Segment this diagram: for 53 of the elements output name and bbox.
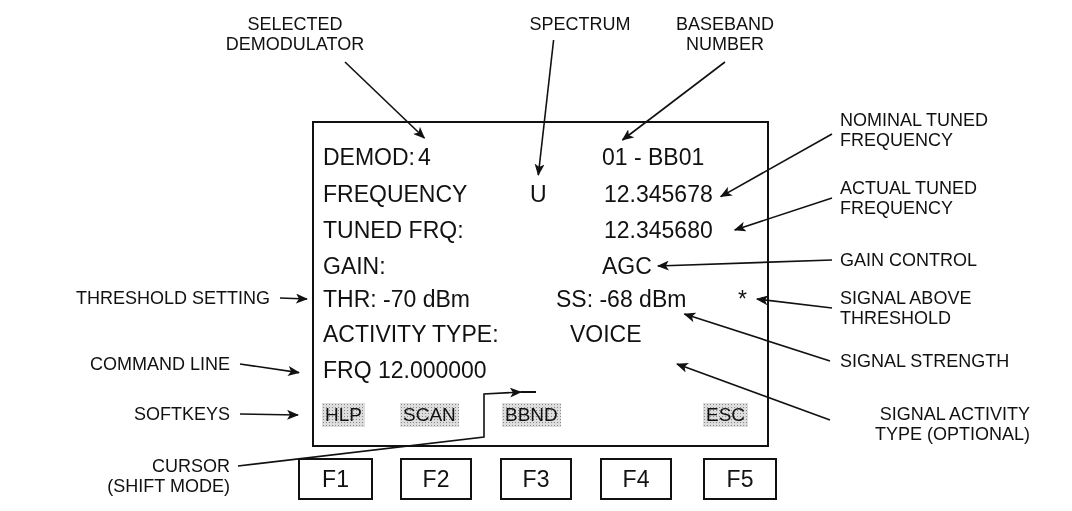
function-key: F4 (600, 458, 672, 500)
callout-label: SOFTKEYS (60, 404, 230, 424)
leader-arrow (755, 295, 833, 309)
leader-arrow (656, 259, 833, 271)
display-screen (312, 121, 769, 447)
leader-arrow (534, 39, 555, 176)
display-text: DEMOD: (323, 144, 415, 170)
display-text: AGC (602, 253, 652, 279)
callout-label: COMMAND LINE (20, 354, 230, 374)
display-text: SS: -68 dBm (556, 286, 687, 312)
callout-label: SIGNAL ABOVE THRESHOLD (840, 288, 1040, 328)
leader-arrow (683, 312, 831, 362)
leader-arrow (344, 61, 426, 139)
cursor-mark (521, 391, 536, 393)
display-text: U (530, 181, 547, 207)
callout-label: CURSOR (SHIFT MODE) (95, 456, 230, 496)
display-text: 12.345680 (604, 217, 713, 243)
function-key: F2 (400, 458, 472, 500)
softkey-label: SCAN (400, 403, 459, 427)
leader-arrow (237, 387, 522, 467)
leader-arrow (239, 409, 299, 420)
callout-label: THRESHOLD SETTING (8, 288, 270, 308)
function-key: F1 (298, 458, 373, 500)
display-text: ACTIVITY TYPE: (323, 321, 499, 347)
callout-label: NOMINAL TUNED FREQUENCY (840, 110, 1060, 150)
display-text: * (738, 286, 747, 312)
display-text: 4 (418, 144, 431, 170)
display-text: GAIN: (323, 253, 386, 279)
softkey-label: BBND (502, 403, 561, 427)
display-text: VOICE (570, 321, 642, 347)
leader-arrow (733, 197, 833, 232)
display-text: TUNED FRQ: (323, 217, 464, 243)
display-text: FRQ 12.000000 (323, 357, 487, 383)
callout-label: SPECTRUM (520, 14, 640, 34)
callout-label: SIGNAL ACTIVITY TYPE (OPTIONAL) (840, 404, 1030, 444)
function-key: F5 (703, 458, 777, 500)
display-text: THR: -70 dBm (323, 286, 470, 312)
softkey-label: HLP (322, 403, 365, 427)
callout-label: SIGNAL STRENGTH (840, 351, 1060, 371)
leader-arrow (621, 61, 726, 141)
callout-label: GAIN CONTROL (840, 250, 1040, 270)
display-text: FREQUENCY (323, 181, 468, 207)
callout-label: BASEBAND NUMBER (655, 14, 795, 54)
leader-arrow (719, 133, 833, 198)
callout-label: SELECTED DEMODULATOR (195, 14, 395, 54)
leader-arrow (676, 363, 831, 421)
display-text: 01 - BB01 (602, 144, 705, 170)
leader-arrow (239, 363, 300, 376)
leader-arrow (279, 293, 308, 304)
display-text: 12.345678 (604, 181, 713, 207)
function-key: F3 (500, 458, 572, 500)
callout-label: ACTUAL TUNED FREQUENCY (840, 178, 1040, 218)
softkey-label: ESC (703, 403, 749, 427)
